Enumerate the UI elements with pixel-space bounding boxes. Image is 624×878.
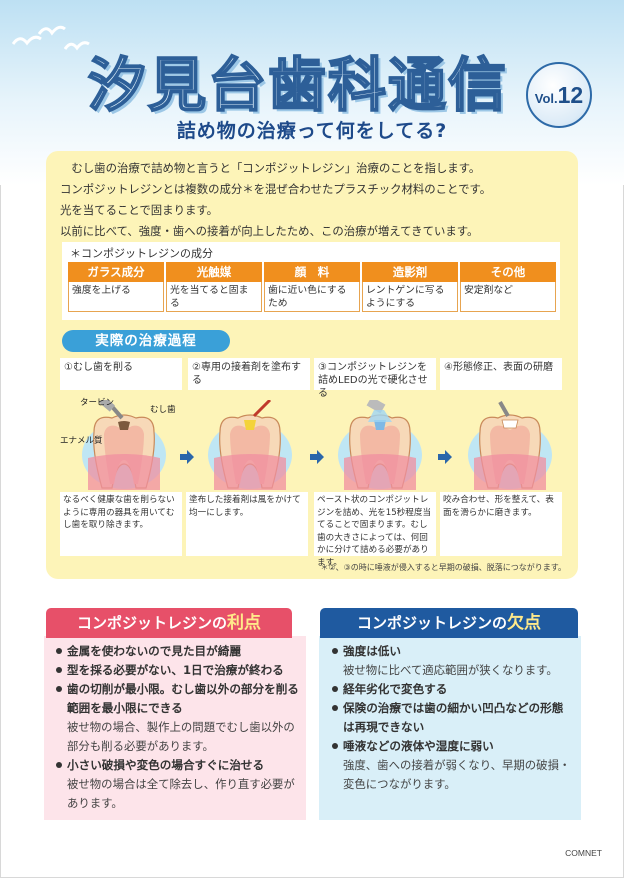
label-caries: むし歯 (150, 405, 176, 415)
demerit-detail: 強度、歯への接着が弱くなり、早期の破損・変色につながります。 (343, 758, 571, 791)
intro-line: コンポジットレジンとは複数の成分＊を混ぜ合わせたプラスチック材料のことです。 (60, 182, 492, 196)
arrow-right-icon (310, 450, 324, 464)
volume-label: Vol. (534, 90, 558, 106)
demerit-point: 唾液などの液体や湿度に弱い (330, 737, 574, 756)
component-desc: 歯に近い色にするため (264, 282, 360, 312)
demerits-heading-prefix: コンポジットレジンの (356, 614, 507, 632)
process-label: 実際の治療過程 (62, 330, 230, 352)
demerits-box (319, 636, 581, 820)
footer-brand: COMNET (565, 848, 602, 858)
demerit-point: 保険の治療では歯の細かい凹凸などの形態は再現できない (330, 699, 574, 737)
bird-icon (38, 25, 66, 36)
components-title: ＊コンポジットレジンの成分 (70, 247, 213, 260)
step-description: ペースト状のコンポジットレジンを詰め、光を15秒程度当てることで固まります。むし… (314, 492, 436, 568)
process-note: ＊②、③の時に唾液が侵入すると早期の破損、脱落につながります。 (320, 563, 566, 572)
tooth-illustration-adhesive (208, 400, 292, 490)
step-description: 咬み合わせ、形を整えて、表面を滑らかに磨きます。 (440, 492, 562, 556)
label-enamel: エナメル質 (60, 436, 103, 446)
component-desc: 安定剤など (460, 282, 556, 312)
demerit-point: 強度は低い (330, 642, 574, 661)
newsletter-title: 汐見台歯科通信 (87, 50, 509, 120)
tooth-illustration-drilling (82, 400, 166, 490)
merits-list: 金属を使わないので見た目が綺麗 型を採る必要がない、1日で治療が終わる 歯の切削… (54, 642, 300, 813)
component-desc: 光を当てると固まる (166, 282, 262, 312)
merit-point: 小さい破損や変色の場合すぐに治せる (54, 756, 300, 775)
merits-heading: コンポジットレジンの利点 (46, 608, 292, 638)
step-description: なるべく健康な歯を削らないように専用の器具を用いてむし歯を取り除きます。 (60, 492, 182, 556)
component-column: 光触媒 光を当てると固まる (166, 262, 262, 312)
merit-point: 型を採る必要がない、1日で治療が終わる (54, 661, 300, 680)
tooth-illustration-curing (338, 400, 422, 490)
merit-detail: 被せ物の場合、製作上の問題でむし歯以外の部分も削る必要があります。 (67, 720, 295, 753)
volume-number: 12 (557, 81, 584, 108)
tooth-illustration-polishing (468, 401, 552, 490)
demerits-list: 強度は低い 被せ物に比べて適応範囲が狭くなります。 経年劣化で変色する 保険の治… (330, 642, 574, 794)
component-name: その他 (460, 262, 556, 282)
merit-point: 歯の切削が最小限。むし歯以外の部分を削る範囲を最小限にできる (54, 680, 300, 718)
component-column: 造影剤 レントゲンに写るようにする (362, 262, 458, 312)
merits-box (44, 636, 306, 820)
demerits-heading: コンポジットレジンの欠点 (320, 608, 578, 638)
component-name: ガラス成分 (68, 262, 164, 282)
intro-line: 光を当てることで固まります。 (60, 203, 218, 217)
component-name: 顔 料 (264, 262, 360, 282)
step-title: ②専用の接着剤を塗布する (188, 358, 310, 390)
label-turbine: タービン (80, 398, 115, 408)
step-description: 塗布した接着剤は風をかけて均一にします。 (186, 492, 308, 556)
demerits-heading-emphasis: 欠点 (507, 613, 541, 633)
component-column: 顔 料 歯に近い色にするため (264, 262, 360, 312)
arrow-right-icon (180, 450, 194, 464)
component-desc: 強度を上げる (68, 282, 164, 312)
bird-icon (12, 35, 42, 46)
component-name: 光触媒 (166, 262, 262, 282)
arrow-right-icon (438, 450, 452, 464)
intro-line: むし歯の治療で詰め物と言うと「コンポジットレジン」治療のことを指します。 (60, 161, 481, 175)
step-title: ①むし歯を削る (60, 358, 182, 390)
merit-point: 金属を使わないので見た目が綺麗 (54, 642, 300, 661)
component-name: 造影剤 (362, 262, 458, 282)
component-column: ガラス成分 強度を上げる (68, 262, 164, 312)
bird-icon (64, 41, 90, 51)
component-desc: レントゲンに写るようにする (362, 282, 458, 312)
step-title: ③コンポジットレジンを詰めLEDの光で硬化させる (314, 358, 436, 399)
volume-badge: Vol. 12 (526, 62, 592, 128)
demerit-detail: 被せ物に比べて適応範囲が狭くなります。 (343, 663, 558, 677)
merits-heading-prefix: コンポジットレジンの (76, 614, 227, 632)
merits-heading-emphasis: 利点 (227, 613, 261, 633)
merit-detail: 被せ物の場合は全て除去し、作り直す必要があります。 (67, 777, 295, 810)
intro-line: 以前に比べて、強度・歯への接着が向上したため、この治療が増えてきています。 (60, 224, 479, 238)
article-subtitle: 詰め物の治療って何をしてる? (176, 120, 448, 142)
intro-text: むし歯の治療で詰め物と言うと「コンポジットレジン」治療のことを指します。 コンポ… (60, 158, 570, 242)
component-column: その他 安定剤など (460, 262, 556, 312)
demerit-point: 経年劣化で変色する (330, 680, 574, 699)
step-title: ④形態修正、表面の研磨 (440, 358, 562, 390)
components-table: ガラス成分 強度を上げる 光触媒 光を当てると固まる 顔 料 歯に近い色にするた… (68, 262, 556, 312)
